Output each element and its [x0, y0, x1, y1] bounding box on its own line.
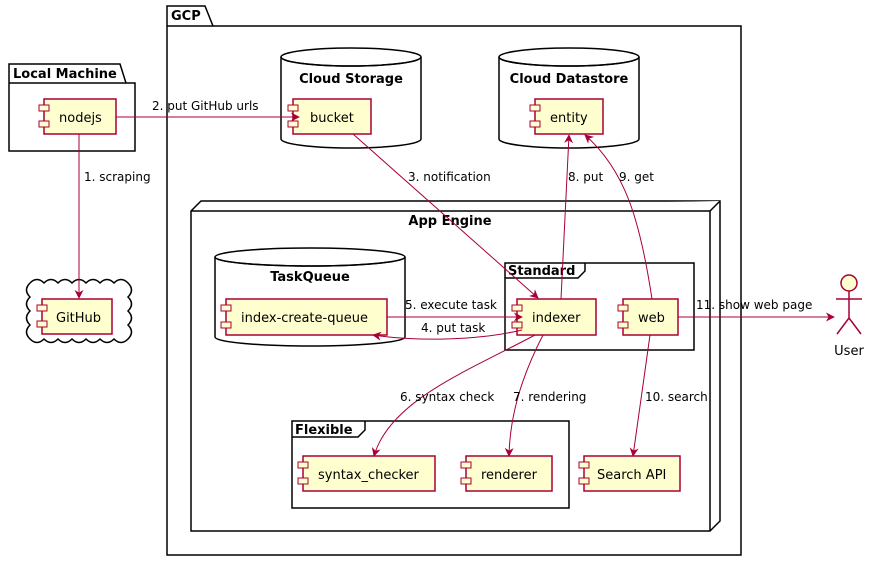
component-github: GitHub	[36, 298, 113, 335]
package-gcp-label: GCP	[171, 9, 201, 24]
edge-scraping: 1. scraping	[74, 134, 151, 299]
component-syntax-checker-label: syntax_checker	[318, 468, 420, 483]
edge-put-github-urls-label: 2. put GitHub urls	[152, 99, 259, 113]
node-app-engine-label: App Engine	[408, 214, 491, 229]
component-github-label: GitHub	[56, 311, 101, 326]
component-indexer: indexer	[511, 298, 597, 336]
frame-standard: Standard	[504, 262, 695, 351]
component-bucket: bucket	[287, 98, 372, 135]
component-search-api-label: Search API	[597, 468, 666, 483]
actor-user-label: User	[834, 344, 864, 359]
edge-execute-task: 5. execute task	[387, 298, 523, 322]
database-cloud-datastore-label: Cloud Datastore	[510, 72, 629, 87]
frame-flexible-label: Flexible	[295, 423, 353, 438]
edge-put-github-urls: 2. put GitHub urls	[116, 99, 300, 122]
frame-standard-label: Standard	[508, 264, 575, 279]
edge-get: 9. get	[584, 134, 654, 300]
edge-show-web-page-label: 11. show web page	[696, 298, 812, 312]
edge-search-label: 10. search	[645, 390, 708, 404]
component-renderer: renderer	[460, 455, 553, 492]
component-indexer-label: indexer	[532, 311, 581, 326]
edge-notification: 3. notification	[352, 133, 539, 299]
edge-notification-label: 3. notification	[408, 170, 491, 184]
component-syntax-checker: syntax_checker	[297, 455, 436, 492]
edge-put: 8. put	[560, 134, 603, 300]
edge-execute-task-label: 5. execute task	[405, 298, 497, 312]
component-index-create-queue-label: index-create-queue	[241, 311, 368, 326]
edge-rendering-label: 7. rendering	[513, 390, 586, 404]
edge-rendering: 7. rendering	[504, 334, 586, 457]
actor-user: User	[834, 274, 864, 359]
package-local-machine-label: Local Machine	[13, 67, 117, 82]
edge-put-task: 4. put task	[372, 321, 523, 341]
database-taskqueue-label: TaskQueue	[270, 270, 350, 285]
edge-get-label: 9. get	[619, 170, 654, 184]
component-web: web	[617, 298, 679, 336]
edge-syntax-check: 6. syntax check	[371, 334, 536, 457]
component-index-create-queue: index-create-queue	[220, 298, 388, 336]
component-nodejs: nodejs	[38, 98, 117, 135]
component-entity-label: entity	[550, 111, 588, 126]
edge-scraping-label: 1. scraping	[84, 170, 151, 184]
component-web-label: web	[638, 311, 665, 326]
edge-put-label: 8. put	[568, 170, 603, 184]
edge-put-task-label: 4. put task	[421, 321, 485, 335]
component-search-api: Search API	[578, 455, 681, 492]
component-renderer-label: renderer	[481, 468, 538, 483]
database-cloud-storage-label: Cloud Storage	[299, 72, 403, 87]
frame-flexible: Flexible	[291, 420, 570, 509]
edge-syntax-check-label: 6. syntax check	[400, 390, 494, 404]
edge-search: 10. search	[629, 334, 708, 457]
component-nodejs-label: nodejs	[59, 111, 102, 126]
component-entity: entity	[529, 98, 604, 135]
component-bucket-label: bucket	[310, 111, 354, 126]
edge-show-web-page: 11. show web page	[678, 298, 835, 322]
